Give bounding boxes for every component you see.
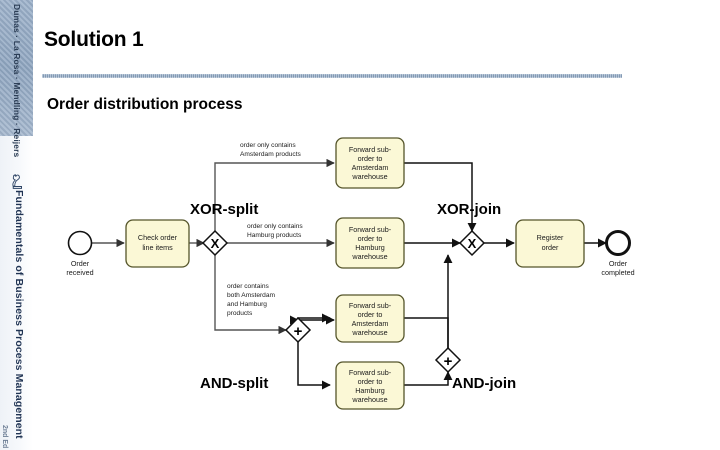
annotation-xor-join: XOR-join [437, 201, 501, 218]
annotation-xor-split: XOR-split [190, 201, 258, 218]
task-ham-xor-line-2: Hamburg [355, 243, 385, 252]
start-event-order-received: Order received [66, 230, 94, 277]
cond-ams-line-0: order only contains [240, 142, 296, 149]
task-ams-xor-line-1: order to [358, 154, 383, 163]
cond-both-line-2: and Hamburg [227, 301, 267, 308]
task-register-line-0: Register [537, 233, 564, 242]
cond-ham-line-1: Hamburg products [247, 232, 302, 239]
task-forward-hamburg-parallel[interactable]: Forward sub- order to Hamburg warehouse [335, 361, 405, 410]
start-event-label-line2: received [66, 268, 93, 277]
cond-ham-line-0: order only contains [247, 223, 303, 230]
gateway-xor-join[interactable]: X [458, 229, 486, 257]
slide-sidebar: Dumas · La Rosa · Mendling · Reijers Fun… [0, 0, 33, 450]
gateway-and-split[interactable]: + [284, 316, 312, 344]
task-register-order[interactable]: Register order [515, 219, 585, 268]
annotation-and-join: AND-join [452, 375, 516, 392]
cond-ams-line-1: Amsterdam products [240, 151, 302, 158]
gateway-and-join[interactable]: + [434, 346, 462, 374]
flow-xorsplit-to-andsplit [214, 255, 287, 335]
task-check-line-0: Check order [138, 233, 178, 242]
page-title: Solution 1 [44, 28, 144, 51]
task-ams-xor-line-2: Amsterdam [352, 163, 389, 172]
start-event-label-line1: Order [71, 259, 90, 268]
cond-both-line-3: products [227, 310, 253, 317]
task-check-order-line-items[interactable]: Check order line items [125, 219, 190, 268]
flow-xorsplit-to-amsterdam [214, 158, 335, 231]
task-ams-and-line-0: Forward sub- [349, 301, 392, 310]
task-ham-xor-line-1: order to [358, 234, 383, 243]
flow-andsplit-to-ham-parallel [297, 330, 331, 390]
task-ams-and-line-2: Amsterdam [352, 319, 389, 328]
task-register-line-1: order [542, 243, 559, 252]
gateway-and-split-symbol: + [294, 323, 303, 340]
end-event-label-line2: completed [601, 268, 634, 277]
flow-amsterdam-to-xorjoin [404, 162, 477, 232]
gateway-xor-split-symbol: X [211, 236, 220, 251]
task-ham-xor-line-3: warehouse [351, 252, 387, 261]
task-ams-and-line-3: warehouse [351, 328, 387, 337]
task-forward-hamburg-xor[interactable]: Forward sub- order to Hamburg warehouse [335, 217, 405, 269]
condition-hamburg: order only contains Hamburg products [247, 223, 303, 239]
chess-knight-icon [8, 168, 26, 190]
title-divider [42, 74, 622, 78]
cond-both-line-0: order contains [227, 283, 269, 290]
task-ham-and-line-3: warehouse [351, 395, 387, 404]
gateway-xor-split[interactable]: X [201, 229, 229, 257]
task-forward-amsterdam-parallel[interactable]: Forward sub- order to Amsterdam warehous… [335, 294, 405, 343]
task-ham-and-line-2: Hamburg [355, 386, 385, 395]
end-event-label-line1: Order [609, 259, 628, 268]
gateway-xor-join-symbol: X [468, 236, 477, 251]
condition-both: order contains both Amsterdam and Hambur… [227, 283, 276, 317]
flow-ham-parallel-to-andjoin [404, 371, 453, 386]
cond-both-line-1: both Amsterdam [227, 292, 276, 299]
task-ams-xor-line-0: Forward sub- [349, 145, 392, 154]
task-check-line-1: line items [142, 243, 173, 252]
task-ham-and-line-1: order to [358, 377, 383, 386]
end-event-order-completed: Order completed [601, 230, 635, 277]
annotation-and-split: AND-split [200, 375, 268, 392]
sidebar-color-band [0, 0, 33, 136]
page-subtitle: Order distribution process [47, 96, 243, 113]
task-ham-xor-line-0: Forward sub- [349, 225, 392, 234]
task-ams-xor-line-3: warehouse [351, 172, 387, 181]
gateway-and-join-symbol: + [444, 353, 453, 370]
condition-amsterdam: order only contains Amsterdam products [240, 142, 302, 158]
task-ams-and-line-1: order to [358, 310, 383, 319]
task-ham-and-line-0: Forward sub- [349, 368, 392, 377]
task-forward-amsterdam-xor[interactable]: Forward sub- order to Amsterdam warehous… [335, 137, 405, 189]
